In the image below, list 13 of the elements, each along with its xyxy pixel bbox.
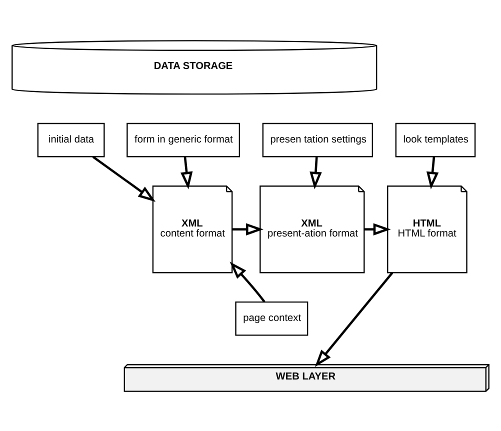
- arrow: [314, 271, 394, 367]
- node-box: page context: [235, 300, 308, 336]
- arrow: [92, 155, 156, 202]
- arrow: [426, 156, 439, 189]
- arrow: [180, 156, 193, 189]
- arrow: [310, 156, 322, 189]
- arrow: [364, 222, 391, 235]
- arrow: [232, 222, 264, 235]
- node-box: initial data: [37, 122, 105, 157]
- node-box: form in generic format: [126, 122, 240, 157]
- node-box: presen tation settings: [262, 122, 374, 157]
- node-box: look templates: [395, 122, 476, 157]
- arrow: [230, 261, 266, 302]
